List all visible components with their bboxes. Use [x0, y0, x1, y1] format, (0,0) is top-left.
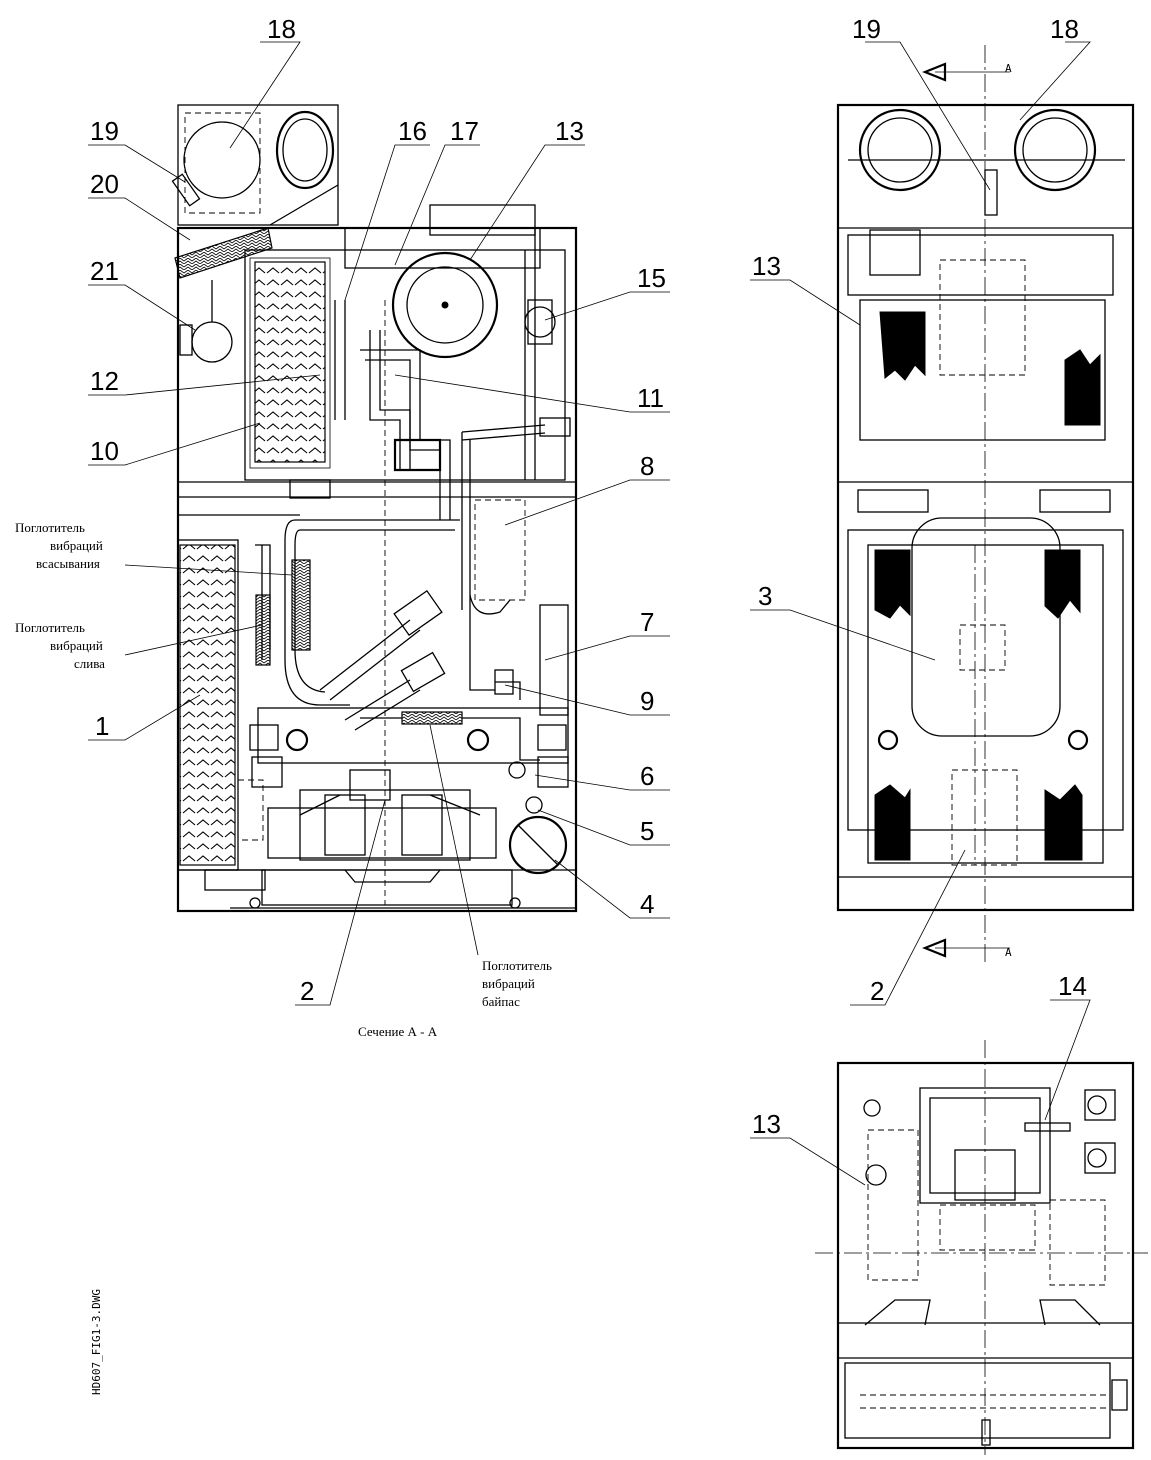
callout-21: 21	[90, 256, 119, 286]
file-label: HD607_FIG1-3.DWG	[90, 1289, 103, 1395]
front-view	[750, 41, 1135, 1006]
suction-absorber-note-2: вибраций	[50, 538, 103, 553]
discharge-absorber	[255, 594, 271, 666]
front-callout-18: 18	[1050, 14, 1079, 44]
callout-20: 20	[90, 169, 119, 199]
callout-2: 2	[300, 976, 314, 1006]
section-mark-top: А	[1005, 62, 1012, 75]
callout-8: 8	[640, 451, 654, 481]
callout-1: 1	[95, 711, 109, 741]
section-view	[171, 104, 578, 913]
front-callout-19: 19	[852, 14, 881, 44]
bypass-absorber	[401, 711, 463, 725]
bypass-absorber-note-1: Поглотитель	[482, 958, 552, 973]
front-callouts: 19 18 13 3 2 А А	[752, 14, 1079, 1006]
section-mark-bottom: А	[1005, 946, 1012, 959]
front-callout-13: 13	[752, 251, 781, 281]
discharge-absorber-note-2: вибраций	[50, 638, 103, 653]
top-view	[750, 999, 1148, 1455]
callout-6: 6	[640, 761, 654, 791]
callout-7: 7	[640, 607, 654, 637]
callout-9: 9	[640, 686, 654, 716]
section-notes: Поглотитель вибраций всасывания Поглотит…	[15, 520, 552, 1039]
callout-17: 17	[450, 116, 479, 146]
callout-10: 10	[90, 436, 119, 466]
top-callouts: 14 13	[752, 971, 1087, 1139]
section-caption: Сечение А - А	[358, 1024, 438, 1039]
coil-10	[254, 261, 326, 463]
discharge-absorber-note-3: слива	[74, 656, 105, 671]
callout-18: 18	[267, 14, 296, 44]
coil-1	[179, 544, 236, 866]
top-callout-14: 14	[1058, 971, 1087, 1001]
suction-absorber-note-3: всасывания	[36, 556, 100, 571]
bypass-absorber-note-2: вибраций	[482, 976, 535, 991]
callout-11: 11	[637, 383, 664, 413]
top-callout-13: 13	[752, 1109, 781, 1139]
callout-5: 5	[640, 816, 654, 846]
suction-absorber	[291, 559, 311, 651]
callout-16: 16	[398, 116, 427, 146]
callout-12: 12	[90, 366, 119, 396]
front-callout-2: 2	[870, 976, 884, 1006]
front-callout-3: 3	[758, 581, 772, 611]
section-leaders	[88, 41, 670, 1006]
bypass-absorber-note-3: байпас	[482, 994, 520, 1009]
callout-15: 15	[637, 263, 666, 293]
callout-13: 13	[555, 116, 584, 146]
callout-4: 4	[640, 889, 654, 919]
discharge-absorber-note-1: Поглотитель	[15, 620, 85, 635]
callout-19: 19	[90, 116, 119, 146]
section-callouts: 18 19 20 21 12 10 16 17 13 15 11 8 7 9 6…	[90, 14, 666, 1006]
suction-absorber-note-1: Поглотитель	[15, 520, 85, 535]
